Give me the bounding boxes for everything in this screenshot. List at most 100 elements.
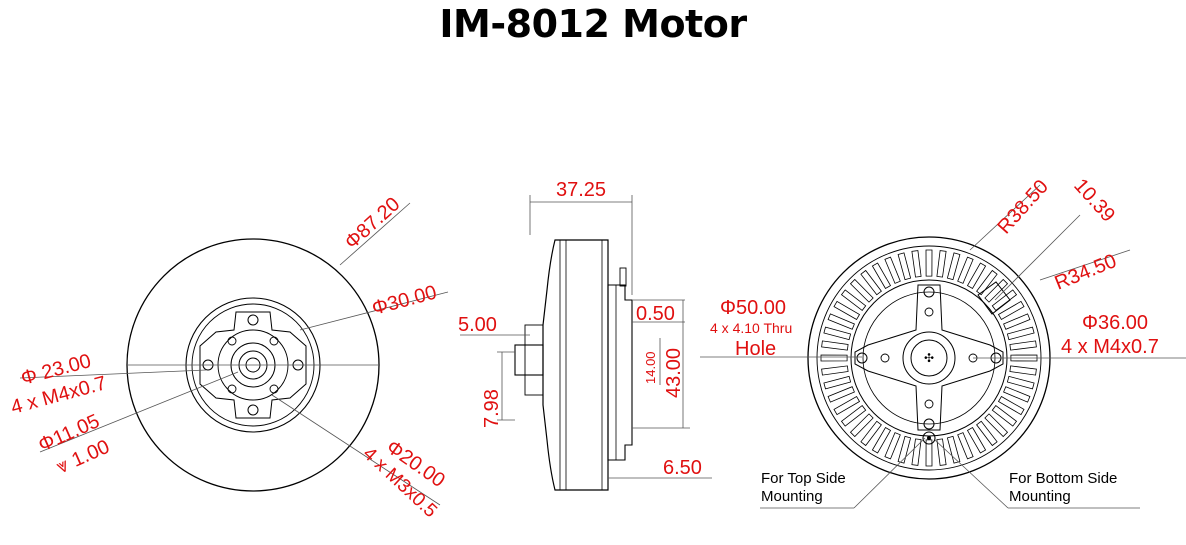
leader-line [19, 369, 207, 379]
dim-bottom-lip: 6.50 [663, 457, 702, 479]
note-bottom-mount-line2: Mounting [1009, 488, 1071, 505]
rear-hole [856, 352, 868, 364]
cooling-fin [897, 252, 912, 281]
leader-line [1039, 249, 1131, 281]
dim-radius-inner: R34.50 [1052, 250, 1120, 295]
cooling-fin [823, 326, 852, 341]
cooling-fin [871, 426, 892, 454]
rear-hole-small [924, 307, 934, 317]
dim-shaft-offset: 7.98 [481, 389, 503, 428]
dim-height-14: 14.00 [643, 351, 658, 384]
cooling-fin [1006, 326, 1035, 341]
note-bottom-mount-line1: For Bottom Side [1009, 470, 1117, 487]
cooling-fin [946, 252, 961, 281]
leader-line [853, 437, 926, 509]
cooling-fin [860, 269, 882, 296]
cooling-fin [827, 313, 855, 330]
page-title: IM-8012 Motor [439, 2, 747, 46]
dim-36-thread: 4 x M4x0.7 [1061, 336, 1159, 358]
note-top-mount-line1: For Top Side [761, 470, 846, 487]
cooling-fin [911, 438, 922, 466]
cooling-fin [849, 413, 874, 438]
cooling-fin [1009, 340, 1037, 351]
cooling-fin [833, 300, 861, 321]
cooling-fin [911, 250, 922, 278]
dim-height-43: 43.00 [663, 348, 685, 398]
cooling-fin [860, 420, 882, 447]
cooling-fin [1006, 375, 1035, 390]
rear-hole-small [924, 399, 934, 409]
spider-plate [854, 284, 1004, 431]
stator-profile [607, 284, 633, 461]
cooling-fin [984, 278, 1009, 303]
cooling-fins [820, 249, 1038, 467]
hub-hole [269, 384, 279, 394]
leader-line [934, 439, 1009, 509]
cooling-fin [827, 386, 855, 403]
rear-hole [923, 286, 935, 298]
leader-line [994, 214, 1081, 301]
cooling-fin [976, 420, 998, 447]
cooling-fin [957, 432, 974, 460]
cooling-fin [976, 269, 998, 296]
leader-line [969, 184, 1041, 251]
cooling-fin [957, 256, 974, 284]
cooling-fin [936, 438, 947, 466]
front-view: Φ87.20 Φ30.00 Φ 23.00 4 x M4x0.7 Φ11.05 … [9, 193, 449, 522]
cooling-fin [991, 405, 1018, 427]
hub-cross-plate [199, 311, 307, 419]
cooling-fin [936, 250, 947, 278]
hub-hole [227, 384, 237, 394]
hub-hole [227, 336, 237, 346]
cooling-fin [840, 289, 867, 311]
rear-hole [923, 418, 935, 430]
rear-hole-small [880, 353, 890, 363]
dim-total-width: 37.25 [556, 179, 606, 201]
cooling-fin [823, 375, 852, 390]
cooling-fin [1003, 313, 1031, 330]
cooling-fin [966, 262, 987, 290]
cooling-fin [821, 340, 849, 351]
cooling-fin [833, 395, 861, 416]
cooling-fin [849, 278, 874, 303]
cooling-fin [966, 426, 987, 454]
cooling-fin [984, 413, 1009, 438]
connector-tab [619, 267, 627, 287]
rotor-profile [542, 239, 609, 491]
cooling-fin [925, 249, 933, 277]
dim-radius-outer: R38.50 [993, 176, 1053, 239]
cooling-fin [997, 395, 1025, 416]
cooling-fin [897, 435, 912, 464]
cooling-fin [1003, 386, 1031, 403]
dim-flange-diameter: Φ30.00 [370, 281, 439, 319]
leader-line [299, 291, 449, 331]
leader-line [39, 371, 239, 453]
dim-50-hole-word: Hole [735, 338, 776, 360]
rear-shaft-mark: ✣ [924, 351, 934, 365]
dim-outer-diameter: Φ87.20 [341, 193, 405, 254]
dim-36-diameter: Φ36.00 [1082, 312, 1148, 334]
cooling-fin [884, 432, 901, 460]
cable-exit [977, 281, 1011, 315]
note-top-mount-line2: Mounting [761, 488, 823, 505]
cooling-fin [1009, 365, 1037, 376]
leader-line [339, 202, 411, 266]
cooling-fin [1010, 354, 1038, 362]
leader-line [271, 394, 441, 506]
flange-hole [247, 404, 259, 416]
cooling-fin [871, 262, 892, 290]
rear-view: ✣ R38.50 10.39 R34.50 Φ50. [700, 175, 1186, 509]
side-view: 37.25 5.00 7.98 0.50 14.00 43.00 6.50 [458, 179, 712, 491]
rear-hub-inner [910, 339, 948, 377]
shaft-collar [524, 324, 544, 396]
dim-50-holes: 4 x 4.10 Thru [710, 320, 792, 336]
dim-step-top: 0.50 [636, 303, 675, 325]
cooling-fin [821, 365, 849, 376]
shaft [514, 344, 544, 376]
cooling-fin [946, 435, 961, 464]
cooling-fin [840, 405, 867, 427]
cooling-fin [997, 300, 1025, 321]
cooling-fin [884, 256, 901, 284]
